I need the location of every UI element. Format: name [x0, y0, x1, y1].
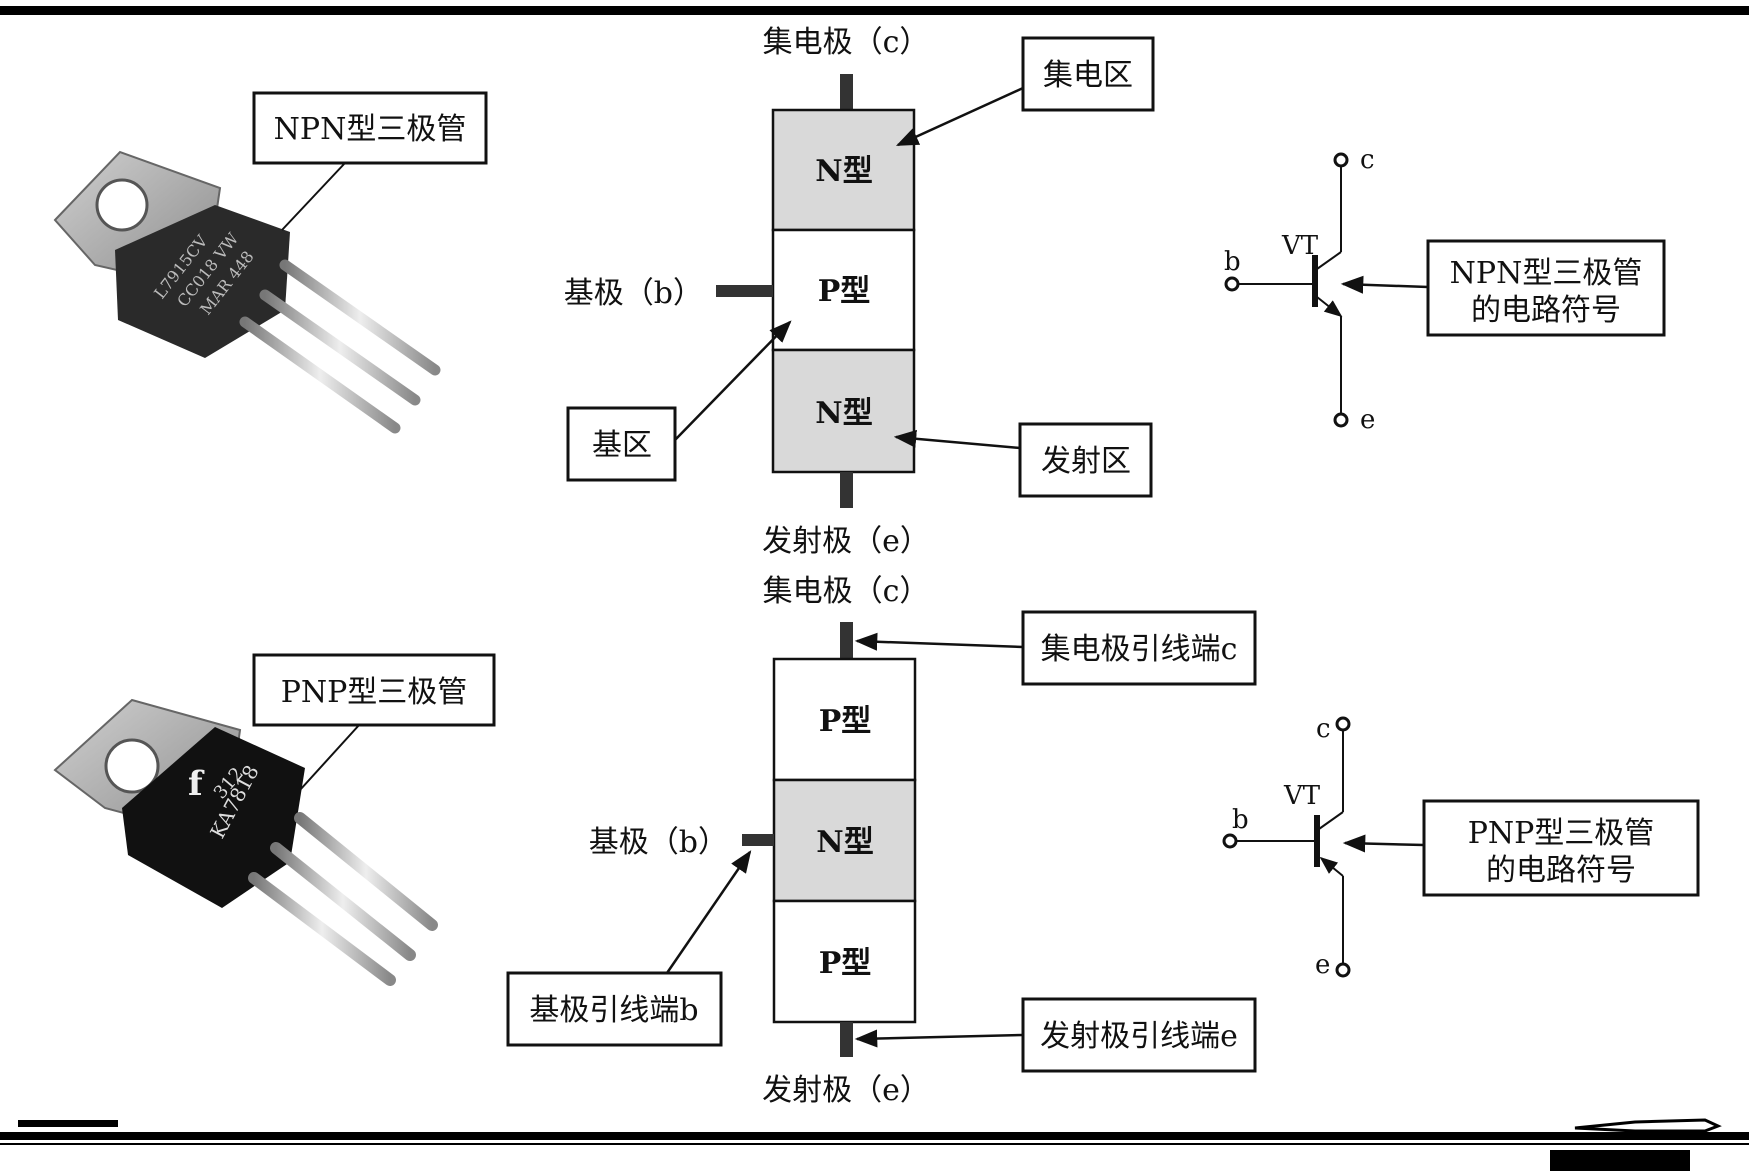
npn-sym-c: c [1360, 145, 1375, 175]
pnp-collector-label: 集电极（c） [763, 574, 930, 609]
pnp-emitter-lead-box [1021, 997, 1257, 1073]
pnp-sym-vt: VT [1283, 781, 1321, 811]
npn-sym-e: e [1360, 405, 1375, 435]
top-border [0, 6, 1749, 15]
npn-symbol-label-box [1426, 239, 1666, 337]
pnp-sym-b: b [1232, 805, 1249, 835]
npn-emitter-lead [840, 472, 853, 508]
pnp-emitter-lead-label: 发射极引线端e [1040, 1019, 1238, 1054]
npn-collector-region-label: 集电区 [1043, 58, 1133, 93]
npn-collector-lead [840, 74, 853, 110]
bottom-mark [18, 1120, 118, 1127]
npn-symbol-label-line2: 的电路符号 [1471, 293, 1621, 328]
pnp-region-emitter [772, 899, 917, 1024]
pnp-collector-lead-label: 集电极引线端c [1041, 632, 1238, 667]
npn-region-3-label: N型 [815, 396, 872, 431]
pnp-emitter-label: 发射极（e） [762, 1073, 930, 1108]
pnp-base-label: 基极（b） [589, 825, 728, 860]
pnp-region-collector [772, 657, 917, 782]
npn-region-2-label: P型 [818, 274, 871, 309]
npn-emitter-region-arrow [893, 429, 1021, 450]
pnp-region-1-label: P型 [819, 704, 872, 739]
npn-symbol-arrow [1340, 275, 1429, 294]
npn-collector-label: 集电极（c） [763, 25, 930, 60]
npn-region-1-label: N型 [815, 154, 872, 189]
pnp-region-3-label: P型 [819, 946, 872, 981]
npn-sym-vt: VT [1281, 231, 1319, 261]
npn-base-region-box [566, 406, 677, 482]
npn-collector-region-box [1021, 36, 1155, 112]
pnp-base-lead-arrow [665, 850, 752, 974]
npn-sym-b: b [1224, 247, 1241, 277]
bottom-border [0, 1132, 1749, 1140]
npn-circuit-symbol [1224, 152, 1349, 428]
pnp-emitter-lead [840, 1022, 853, 1057]
npn-symbol-label-line1: NPN型三极管 [1450, 256, 1643, 291]
pnp-sym-e: e [1315, 950, 1330, 980]
pnp-transistor-photo: f 312 KA7818 [53, 698, 438, 986]
npn-device-label-box [252, 91, 488, 165]
pnp-device-label-box [252, 653, 496, 727]
bottom-border-thin [0, 1143, 1749, 1145]
pnp-base-lead [742, 834, 774, 846]
pnp-collector-lead [840, 622, 853, 659]
pnp-region-2-label: N型 [816, 825, 873, 860]
pen-icon [1574, 1118, 1722, 1133]
npn-emitter-label: 发射极（e） [762, 524, 930, 559]
pnp-base-lead-box [506, 971, 723, 1047]
npn-emitter-region-label: 发射区 [1041, 444, 1131, 479]
pnp-symbol-label-line1: PNP型三极管 [1468, 816, 1655, 851]
npn-base-label: 基极（b） [564, 276, 703, 311]
pnp-region-base [772, 778, 917, 903]
npn-emitter-region-box [1018, 422, 1153, 498]
pnp-circuit-symbol [1222, 716, 1351, 978]
npn-base-region-label: 基区 [592, 428, 652, 463]
npn-photo-leader [281, 162, 346, 231]
npn-collector-region-arrow [895, 86, 1024, 147]
pnp-collector-lead-arrow [854, 632, 1024, 651]
fairchild-logo: f [188, 764, 205, 804]
pnp-collector-lead-box [1021, 610, 1257, 686]
npn-device-label: NPN型三极管 [274, 112, 467, 147]
pnp-sym-c: c [1316, 714, 1331, 744]
bottom-right-block [1550, 1150, 1690, 1171]
npn-base-lead [716, 285, 773, 297]
npn-transistor-photo: L7915CV CC018 VW MAR 448 [53, 150, 441, 434]
pnp-base-lead-label: 基极引线端b [529, 993, 698, 1028]
pnp-symbol-arrow [1342, 834, 1425, 853]
pnp-symbol-label-box [1422, 799, 1700, 897]
pnp-emitter-lead-arrow [854, 1029, 1024, 1048]
pnp-device-label: PNP型三极管 [281, 675, 468, 710]
pnp-photo-leader [299, 723, 361, 791]
npn-base-region-arrow [674, 320, 792, 441]
pnp-symbol-label-line2: 的电路符号 [1486, 853, 1636, 888]
